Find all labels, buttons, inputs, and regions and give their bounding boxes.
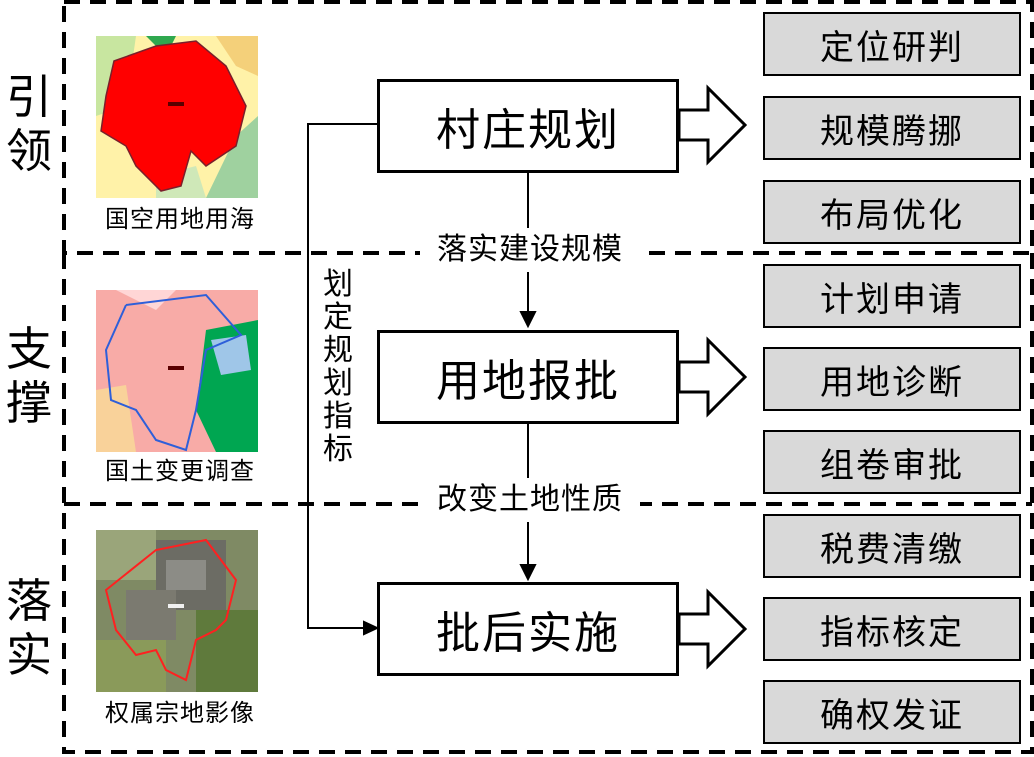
land-change-survey-map-icon — [96, 290, 258, 452]
task-box: 确权发证 — [763, 680, 1021, 744]
block-arrow-2 — [677, 336, 748, 418]
vertical-label-char: 定 — [323, 300, 353, 335]
block-arrow-3 — [677, 588, 748, 670]
vertical-label-char: 规 — [323, 333, 353, 368]
task-box: 布局优化 — [763, 180, 1021, 244]
bracket-arrowhead — [363, 620, 380, 636]
section-frame-rest — [62, 253, 1034, 754]
task-box: 指标核定 — [763, 597, 1021, 661]
vertical-label-char: 标 — [323, 432, 353, 467]
task-box: 计划申请 — [763, 264, 1021, 328]
vertical-label-char: 划 — [323, 267, 353, 302]
stage-box-post-approval: 批后实施 — [377, 582, 679, 676]
vertical-label-char: 指 — [323, 399, 353, 434]
stage-box-village-planning: 村庄规划 — [377, 79, 679, 173]
section-char-lead-1: 引 — [6, 70, 52, 124]
task-box: 税费清缴 — [763, 514, 1021, 578]
block-arrow-1 — [677, 84, 748, 166]
task-box: 规模腾挪 — [763, 96, 1021, 160]
connector-label-2: 改变土地性质 — [420, 478, 640, 522]
section-char-support-1: 支 — [6, 322, 52, 376]
vertical-label-char: 划 — [323, 366, 353, 401]
cadastral-aerial-image-icon — [96, 530, 258, 692]
arrowhead-2 — [519, 564, 537, 582]
stage-box-land-approval: 用地报批 — [377, 330, 679, 424]
task-box: 定位研判 — [763, 12, 1021, 76]
image-caption-implement: 权属宗地影像 — [105, 699, 255, 727]
task-box: 用地诊断 — [763, 347, 1021, 411]
task-box: 组卷审批 — [763, 430, 1021, 494]
bracket-line — [307, 123, 377, 629]
section-char-implement-2: 实 — [6, 628, 52, 682]
section-char-lead-2: 领 — [6, 124, 52, 178]
arrowhead-1 — [519, 311, 537, 329]
section-char-support-2: 撑 — [6, 376, 52, 430]
connector-label-1: 落实建设规模 — [420, 228, 640, 272]
image-caption-lead: 国空用地用海 — [105, 205, 255, 233]
vertical-label-planning-indicators: 划 定 规 划 指 标 — [318, 268, 358, 466]
image-caption-support: 国土变更调查 — [105, 457, 255, 485]
section-char-implement-1: 落 — [6, 574, 52, 628]
land-use-map-icon — [96, 36, 258, 198]
